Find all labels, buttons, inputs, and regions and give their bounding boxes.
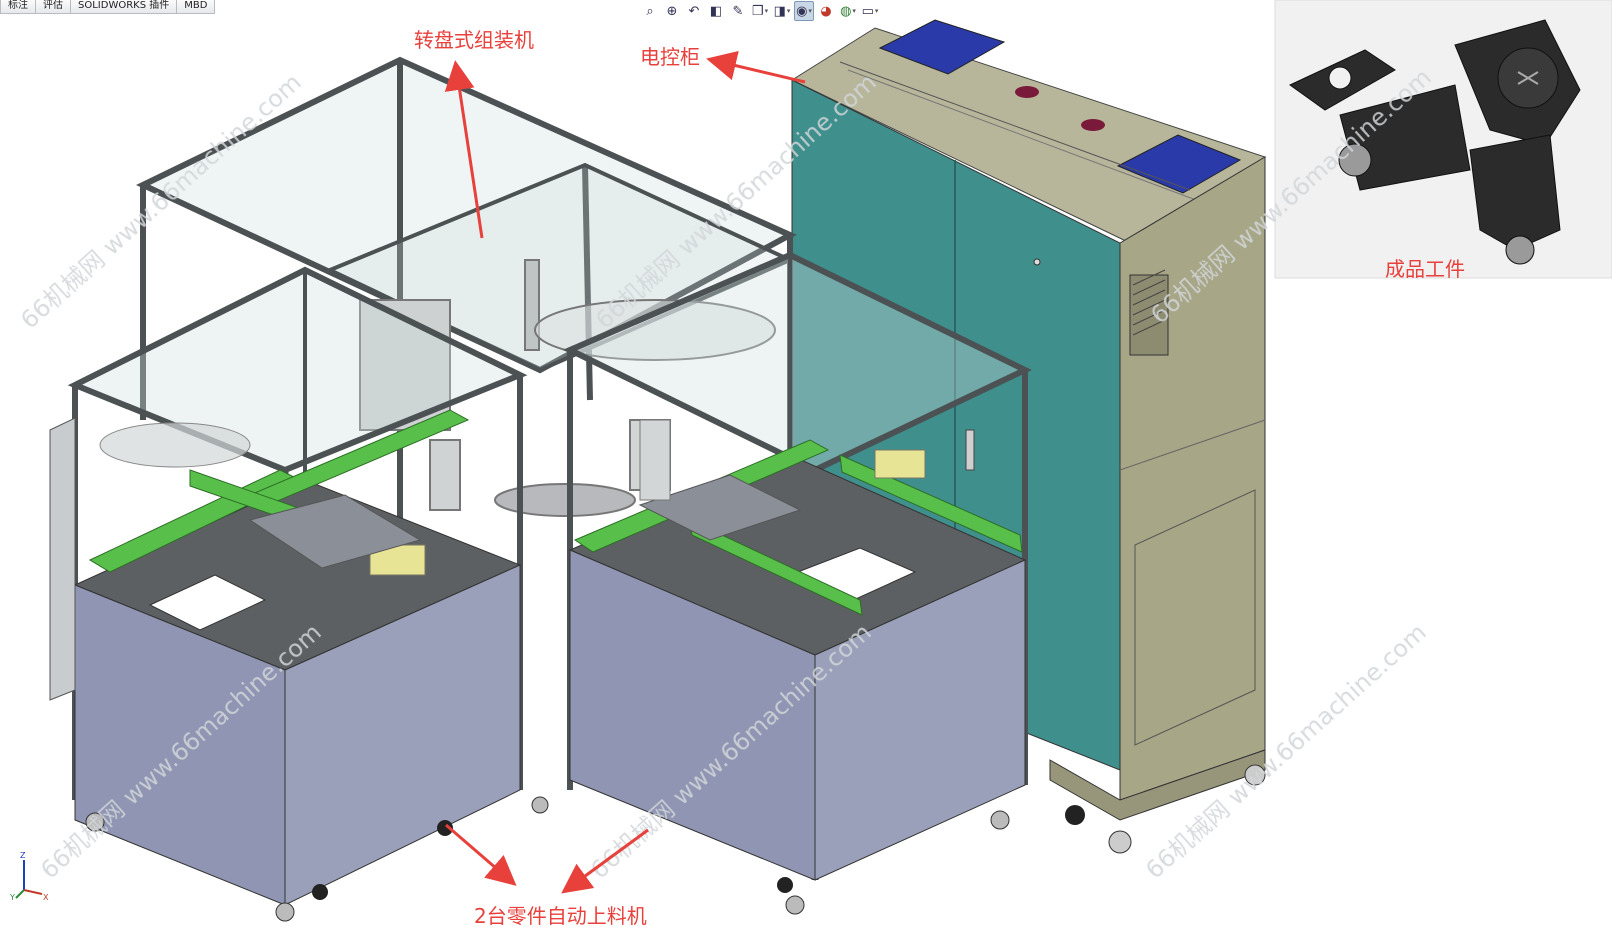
zoom-area-icon[interactable]: ⊕ xyxy=(666,3,678,19)
axis-label-y: Y xyxy=(10,893,15,902)
tab-annotation[interactable]: 标注 xyxy=(0,0,36,14)
previous-view-icon[interactable]: ↶ xyxy=(688,3,700,19)
edit-appearance-icon[interactable]: ◕ xyxy=(820,3,832,19)
axis-label-z: Z xyxy=(20,851,26,860)
view-settings-icon[interactable]: ▭▾ xyxy=(861,3,879,19)
label-auto-feeders: 2台零件自动上料机 xyxy=(474,904,647,928)
apply-scene-icon[interactable]: ◍▾ xyxy=(840,3,856,19)
arrow-feeder-right xyxy=(561,828,649,894)
label-electrical-cabinet: 电控柜 xyxy=(640,45,700,69)
tab-evaluate[interactable]: 评估 xyxy=(35,0,71,14)
annotation-arrows xyxy=(444,50,806,894)
hide-show-items-icon[interactable]: ◉▾ xyxy=(794,1,814,21)
axis-triad: Z X Y xyxy=(10,851,49,902)
section-view-icon[interactable]: ◧ xyxy=(709,3,723,19)
arrow-turntable xyxy=(444,60,484,239)
right-auto-feeder xyxy=(531,251,1032,915)
label-turntable-assembler: 转盘式组装机 xyxy=(414,28,534,52)
arrow-cabinet xyxy=(706,50,806,84)
zoom-to-fit-icon[interactable]: ⌕ xyxy=(646,3,654,19)
view-orientation-icon[interactable]: ❒▾ xyxy=(751,3,769,19)
dynamic-annotation-icon[interactable]: ✎ xyxy=(732,3,744,19)
finished-workpiece-inset xyxy=(1274,0,1612,279)
axis-label-x: X xyxy=(43,893,49,902)
command-manager-tabs: 标注 评估 SOLIDWORKS 插件 MBD xyxy=(0,0,216,14)
tab-mbd[interactable]: MBD xyxy=(176,0,216,14)
tab-solidworks-addins[interactable]: SOLIDWORKS 插件 xyxy=(70,0,178,14)
label-finished-workpiece: 成品工件 xyxy=(1385,257,1465,281)
heads-up-view-toolbar: ⌕ ⊕ ↶ ◧ ✎ ❒▾ ◨▾ ◉▾ ◕ ◍▾ ▭▾ xyxy=(640,0,880,22)
display-style-icon[interactable]: ◨▾ xyxy=(773,3,791,19)
left-auto-feeder xyxy=(49,266,528,922)
arrow-feeder-left xyxy=(445,823,517,886)
